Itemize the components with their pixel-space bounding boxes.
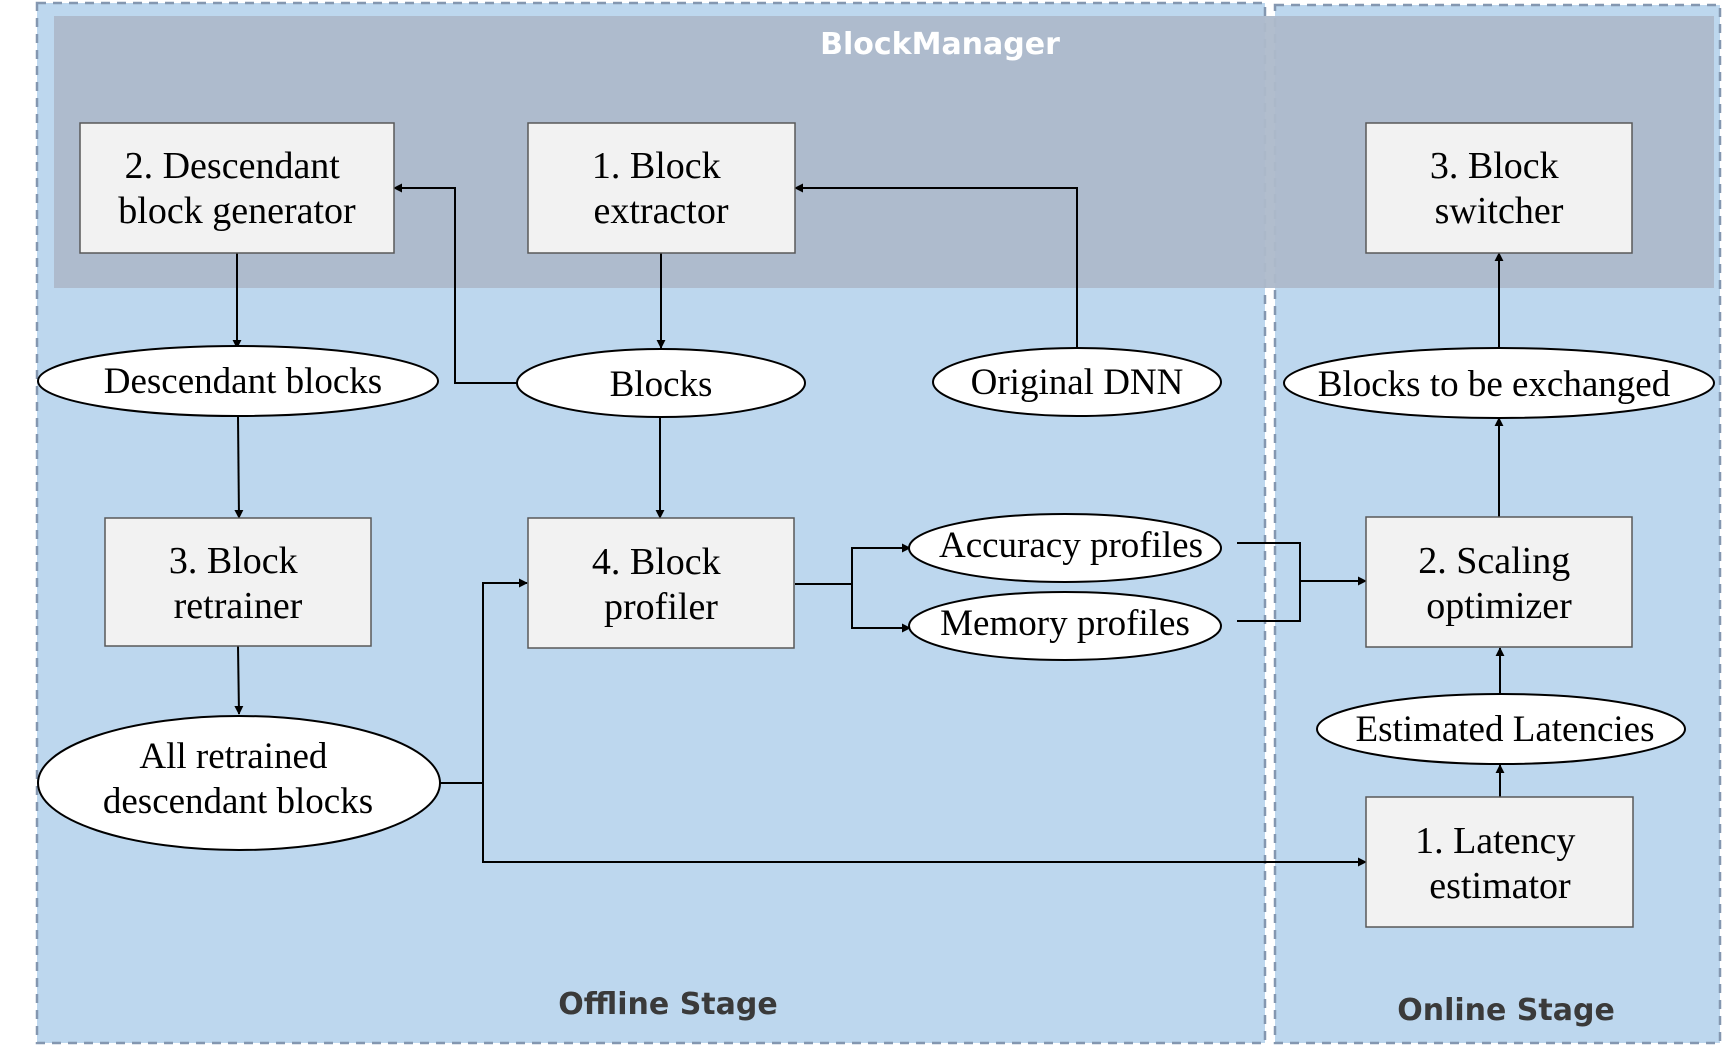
block-retrainer-line-2: retrainer	[174, 585, 303, 627]
svg-text:3. Block retrainer: 3. Block retrainer	[169, 540, 307, 627]
estimated-latencies-label: Estimated Latencies	[1356, 709, 1655, 750]
accuracy-profiles-ellipse: Accuracy profiles	[908, 513, 1222, 583]
descendant-generator-line-2: block generator	[118, 190, 356, 232]
svg-text:1. Latency estimator: 1. Latency estimator	[1415, 820, 1585, 907]
arrow-profiler-to-accuracy-profiles	[795, 543, 911, 585]
block-profiler-line-2: profiler	[604, 586, 718, 628]
blocks-ellipse: Blocks	[516, 348, 806, 418]
block-extractor-box: 1. Block extractor	[527, 122, 796, 254]
block-switcher-line-1: 3. Block	[1430, 145, 1559, 187]
original-dnn-ellipse: Original DNN	[932, 347, 1222, 417]
arrow-profiler-to-memory-profiles	[851, 584, 911, 633]
descendant-block-generator-box: 2. Descendant block generator	[79, 122, 395, 254]
latency-estimator-box: 1. Latency estimator	[1365, 796, 1634, 928]
blocks-to-be-exchanged-label: Blocks to be exchanged	[1318, 364, 1671, 405]
all-retrained-line-2: descendant blocks	[103, 781, 373, 822]
svg-text:2. Descendant block gene: 2. Descendant block generator	[118, 145, 356, 232]
arrow-all-retrained-to-latency-estimator	[482, 783, 1367, 867]
offline-stage-title: Offline Stage	[558, 987, 777, 1022]
memory-profiles-label: Memory profiles	[940, 603, 1190, 644]
arrow-accuracy-profiles-to-optimizer	[1237, 542, 1367, 586]
block-switcher-box: 3. Block switcher	[1365, 122, 1633, 254]
svg-text:All retrained descendant: All retrained descendant blocks	[103, 736, 373, 822]
arrow-memory-profiles-to-optimizer	[1237, 581, 1301, 622]
block-extractor-line-2: extractor	[593, 190, 728, 232]
arrow-original-dnn-to-extractor	[794, 183, 1078, 348]
online-stage-title: Online Stage	[1397, 993, 1615, 1028]
svg-text:4. Block profiler: 4. Block profiler	[592, 541, 730, 628]
blocks-label: Blocks	[610, 364, 713, 405]
all-retrained-descendant-blocks-ellipse: All retrained descendant blocks	[37, 715, 441, 851]
block-profiler-box: 4. Block profiler	[527, 517, 795, 649]
latency-estimator-line-1: 1. Latency	[1415, 820, 1575, 862]
svg-text:1. Block extractor: 1. Block extractor	[592, 145, 730, 232]
connectors	[232, 183, 1505, 867]
block-switcher-line-2: switcher	[1435, 190, 1564, 232]
arrow-retrainer-to-all-retrained	[234, 645, 244, 715]
scaling-optimizer-line-2: optimizer	[1426, 585, 1572, 627]
block-profiler-line-1: 4. Block	[592, 541, 721, 583]
scaling-optimizer-line-1: 2. Scaling	[1418, 540, 1570, 582]
descendant-blocks-ellipse: Descendant blocks	[37, 345, 439, 417]
blocks-to-be-exchanged-ellipse: Blocks to be exchanged	[1283, 347, 1715, 419]
svg-text:2. Scaling optimizer: 2. Scaling optimizer	[1418, 540, 1579, 627]
memory-profiles-ellipse: Memory profiles	[908, 591, 1222, 661]
accuracy-profiles-label: Accuracy profiles	[939, 525, 1203, 566]
block-manager-title: BlockManager	[820, 27, 1060, 62]
descendant-blocks-label: Descendant blocks	[104, 361, 382, 402]
block-retrainer-line-1: 3. Block	[169, 540, 298, 582]
scaling-optimizer-box: 2. Scaling optimizer	[1365, 516, 1633, 648]
block-extractor-line-1: 1. Block	[592, 145, 721, 187]
svg-text:3. Block switcher: 3. Block switcher	[1430, 145, 1568, 232]
arrow-all-retrained-to-profiler	[440, 578, 528, 784]
descendant-generator-line-1: 2. Descendant	[125, 145, 341, 187]
arrow-descendant-blocks-to-retrainer	[234, 416, 244, 519]
estimated-latencies-ellipse: Estimated Latencies	[1316, 693, 1686, 765]
original-dnn-label: Original DNN	[971, 362, 1184, 403]
all-retrained-line-1: All retrained	[139, 736, 327, 777]
latency-estimator-line-2: estimator	[1429, 865, 1571, 907]
arrow-blocks-to-generator	[393, 183, 517, 384]
block-retrainer-box: 3. Block retrainer	[104, 517, 372, 647]
